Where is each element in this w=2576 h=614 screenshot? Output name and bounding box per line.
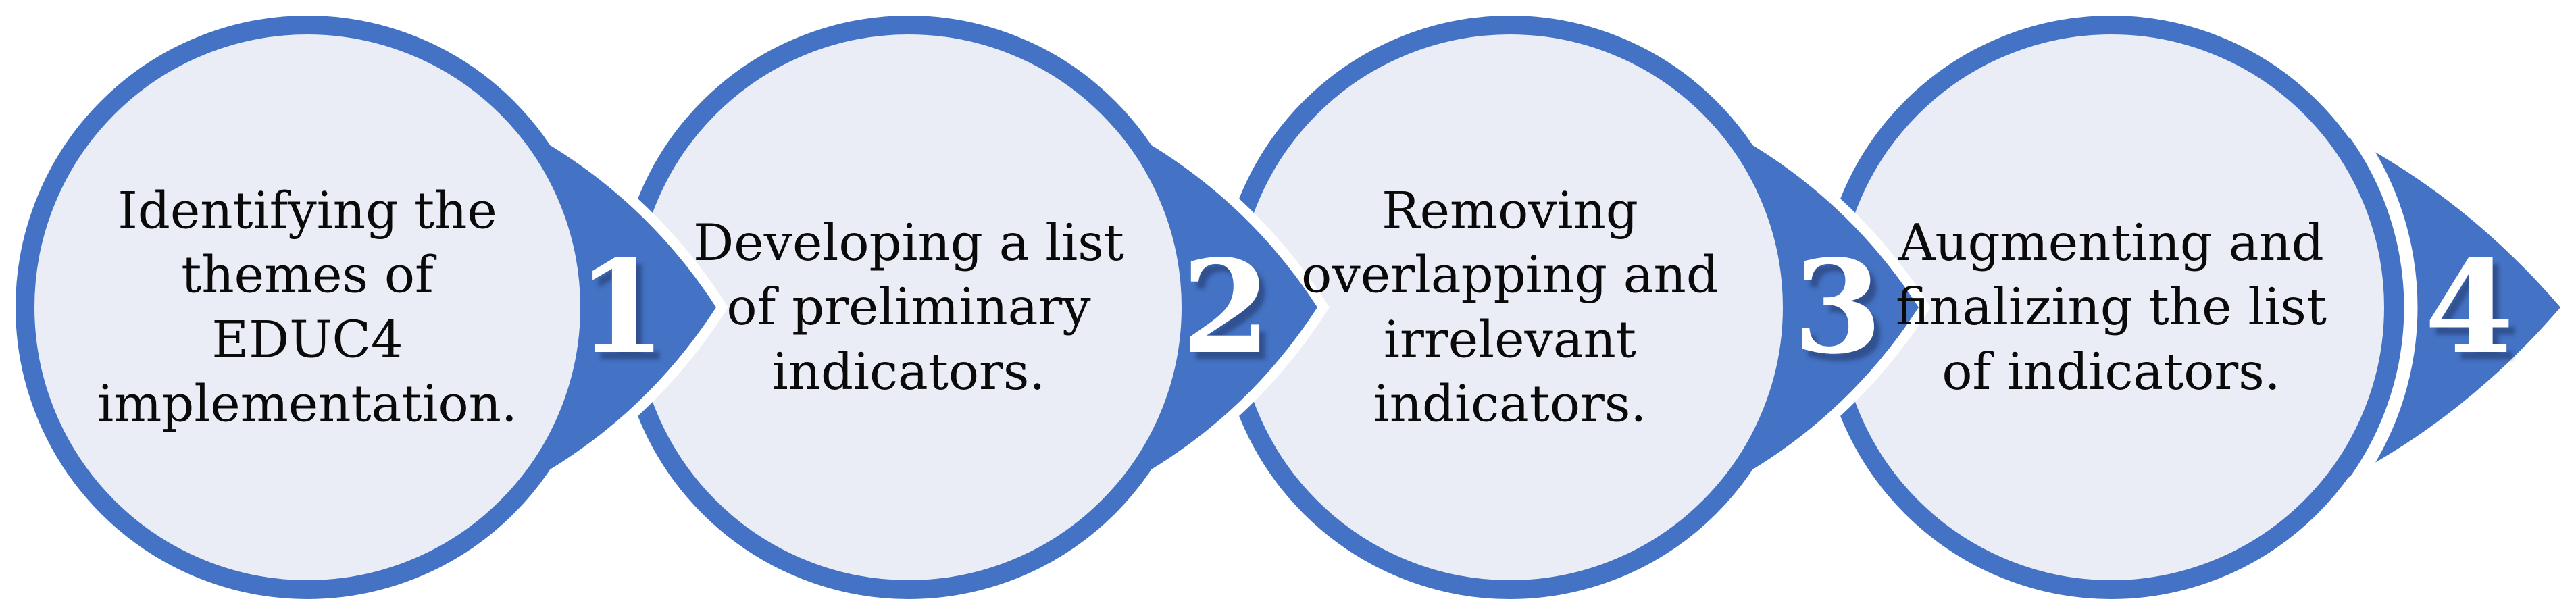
- step3-label: Removing overlapping and irrelevant indi…: [1301, 180, 1719, 434]
- step3-number: 3: [1793, 232, 1882, 382]
- step1-circle: [16, 16, 599, 599]
- step2-number: 2: [1182, 232, 1271, 382]
- step4-crescent-gap: [2245, 36, 2418, 579]
- step1-label: Identifying the themes of EDUC4 implemen…: [97, 180, 517, 434]
- step4-label: Augmenting and finalizing the list of in…: [1896, 213, 2327, 401]
- step2-label: Developing a list of preliminary indicat…: [693, 213, 1124, 401]
- step1-number: 1: [577, 232, 666, 382]
- step4-number: 4: [2425, 232, 2514, 382]
